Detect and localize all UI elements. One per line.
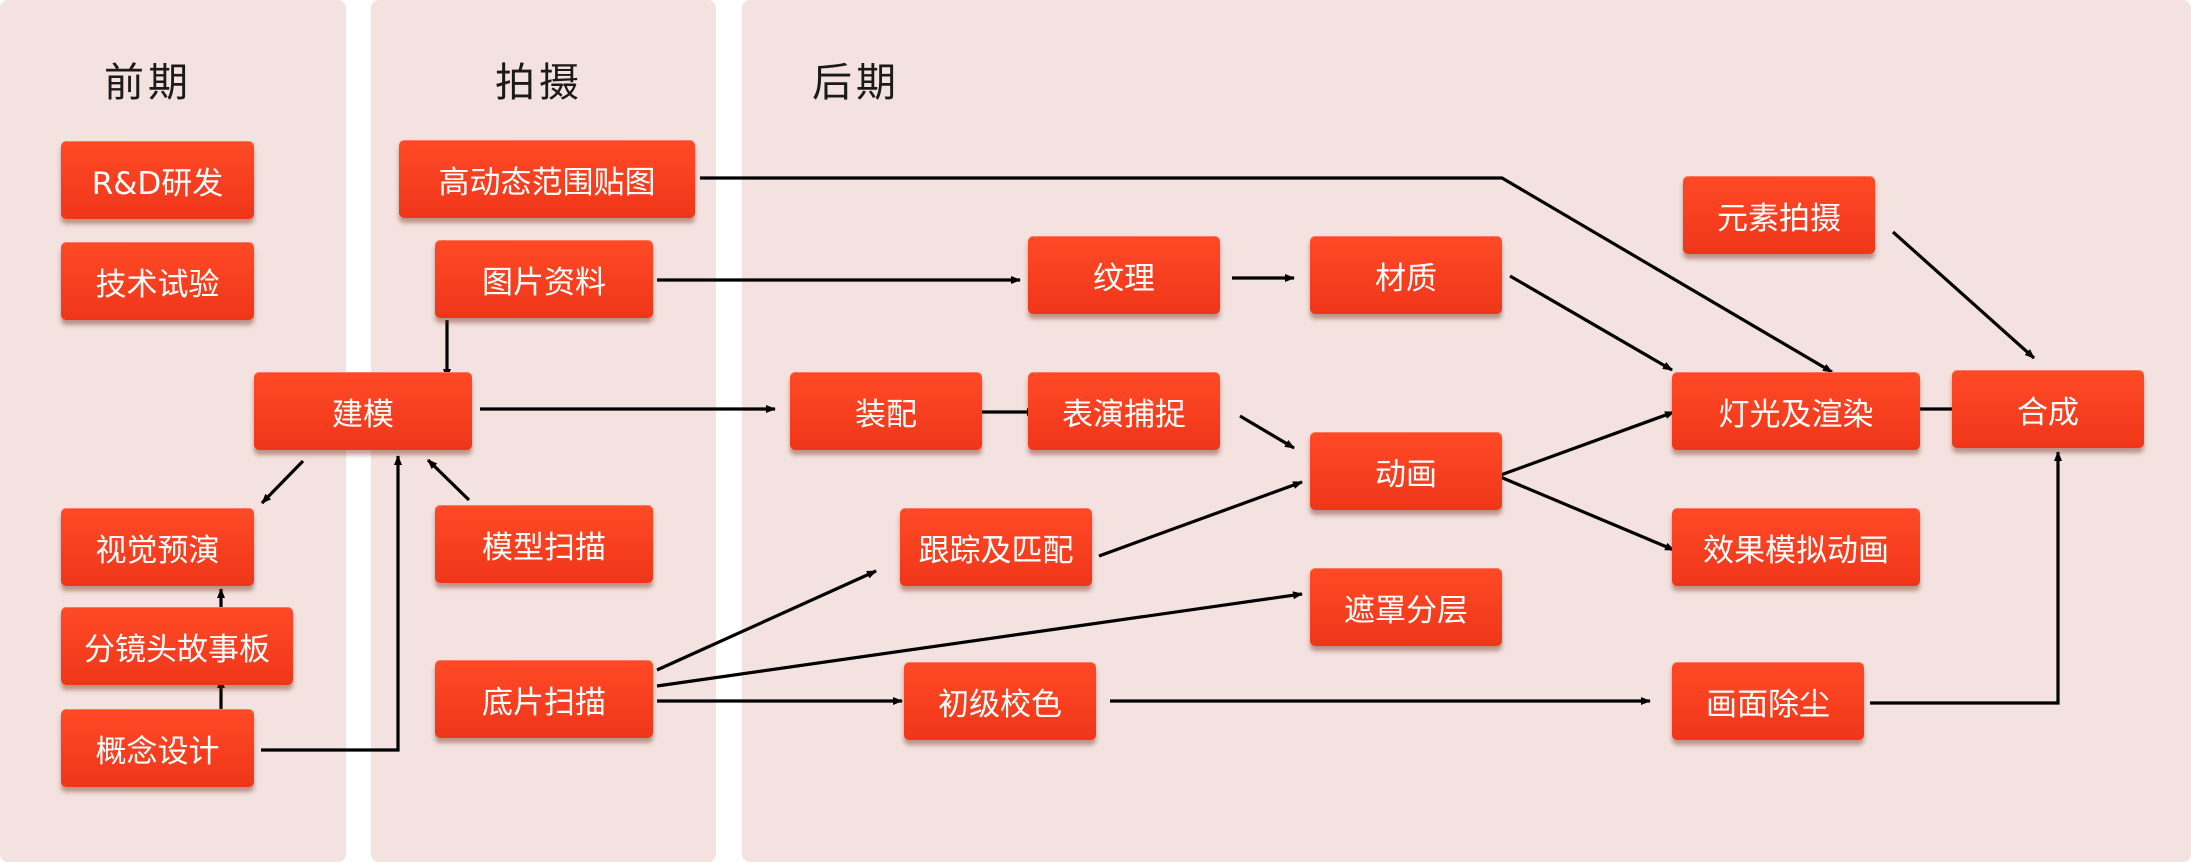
node-lighting[interactable]: 灯光及渲染 — [1672, 372, 1920, 450]
arrow-filmscan-to-tracking — [656, 569, 877, 672]
node-fx-sim[interactable]: 效果模拟动画 — [1672, 508, 1920, 586]
node-previs[interactable]: 视觉预演 — [61, 508, 254, 586]
arrow-material-to-lighting — [1509, 274, 1673, 372]
arrow-mocap-to-animation — [1239, 414, 1295, 450]
node-primary-grade[interactable]: 初级校色 — [904, 662, 1096, 740]
node-dust-removal[interactable]: 画面除尘 — [1672, 662, 1864, 740]
node-roto[interactable]: 遮罩分层 — [1310, 568, 1502, 646]
node-photo-ref[interactable]: 图片资料 — [435, 240, 653, 318]
node-texture[interactable]: 纹理 — [1028, 236, 1220, 314]
node-rd[interactable]: R&D研发 — [61, 141, 254, 219]
arrow-modelscan-to-modeling — [426, 458, 471, 502]
node-material[interactable]: 材质 — [1310, 236, 1502, 314]
arrow-animation-to-fx — [1497, 474, 1675, 552]
node-film-scan[interactable]: 底片扫描 — [435, 660, 653, 738]
node-element-shoot[interactable]: 元素拍摄 — [1683, 176, 1875, 254]
arrow-filmscan-to-roto — [656, 591, 1303, 688]
node-rigging[interactable]: 装配 — [790, 372, 982, 450]
node-storyboard[interactable]: 分镜头故事板 — [61, 607, 293, 685]
arrow-modeling-to-previs — [260, 459, 305, 505]
node-tech-test[interactable]: 技术试验 — [61, 242, 254, 320]
node-concept[interactable]: 概念设计 — [61, 709, 254, 787]
node-hdri[interactable]: 高动态范围贴图 — [399, 140, 695, 218]
node-model-scan[interactable]: 模型扫描 — [435, 505, 653, 583]
node-tracking[interactable]: 跟踪及匹配 — [900, 508, 1092, 586]
arrow-hdri-to-lighting — [700, 176, 1833, 374]
phase-title-shoot: 拍摄 — [495, 60, 583, 106]
node-modeling[interactable]: 建模 — [254, 372, 472, 450]
arrow-tracking-to-animation — [1098, 480, 1303, 558]
phase-title-pre: 前期 — [104, 60, 192, 106]
arrow-element-to-composite — [1891, 230, 2036, 360]
node-composite[interactable]: 合成 — [1952, 370, 2144, 448]
node-animation[interactable]: 动画 — [1310, 432, 1502, 510]
arrow-concept-to-modeling — [261, 455, 402, 752]
phase-title-post: 后期 — [812, 60, 900, 106]
arrow-animation-to-lighting — [1497, 410, 1675, 478]
arrow-dust-to-composite — [1870, 451, 2062, 705]
node-mocap[interactable]: 表演捕捉 — [1028, 372, 1220, 450]
